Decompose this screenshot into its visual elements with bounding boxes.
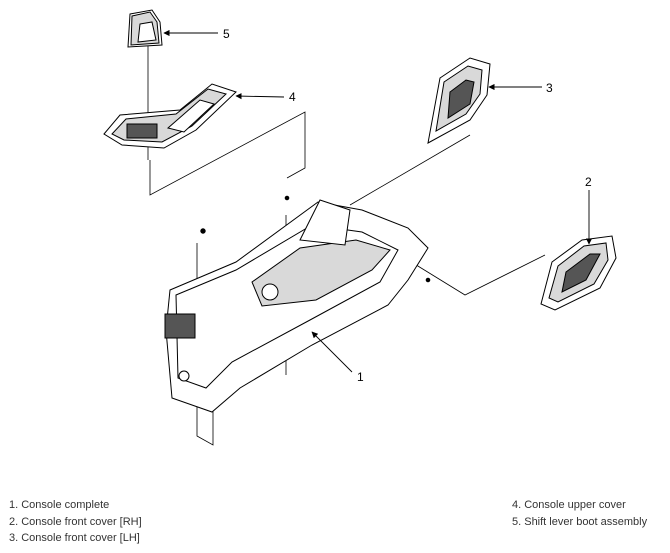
console-front-cover-rh [540, 235, 617, 311]
legend-item-4: 4. Console upper cover [512, 499, 626, 511]
legend-left: 1. Console complete 2. Console front cov… [9, 497, 142, 547]
callout-numbers: 5 4 3 2 1 [223, 27, 592, 384]
callouts [163, 29, 593, 373]
callout-4: 4 [289, 90, 296, 104]
legend-item-2: 2. Console front cover [RH] [9, 515, 142, 528]
callout-2: 2 [585, 175, 592, 189]
callout-5: 5 [223, 27, 230, 41]
screw-top [284, 195, 290, 201]
screw-right [425, 277, 431, 283]
legend-right: 4. Console upper cover 5. Shift lever bo… [512, 497, 647, 530]
callout-1: 1 [357, 370, 364, 384]
leader-4 [235, 92, 285, 100]
callout-3: 3 [546, 81, 553, 95]
legend-item-5: 5. Shift lever boot assembly [512, 515, 648, 528]
legend-item-1: 1. Console complete [9, 499, 110, 511]
leader-1 [311, 331, 353, 373]
console-complete [164, 199, 429, 413]
console-exploded-view: 5 4 3 2 1 [103, 9, 617, 446]
fasteners [200, 195, 431, 283]
console-front-cover-lh [427, 57, 491, 144]
legend-item-3: 3. Console front cover [LH] [9, 532, 140, 544]
screw-left [200, 228, 206, 234]
shift-lever-boot [127, 9, 163, 48]
console-upper-cover [103, 83, 237, 149]
